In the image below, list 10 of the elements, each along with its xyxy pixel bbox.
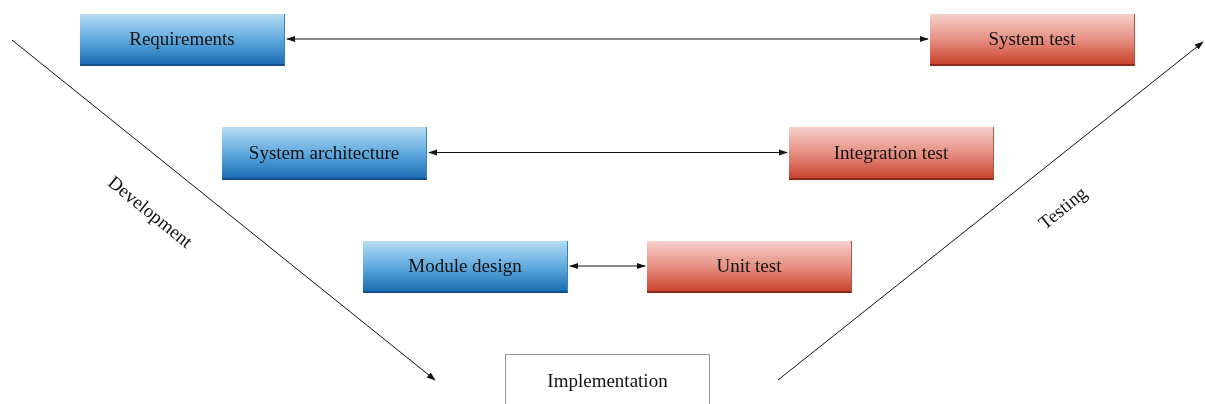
process-box: Requirements [80,14,285,66]
process-box: Module design [363,241,568,293]
process-box: Unit test [647,241,852,293]
double-arrow [569,262,646,270]
process-box: Integration test [789,127,994,180]
process-box: System architecture [222,127,427,180]
process-box: Implementation [505,354,710,404]
process-box: System test [930,14,1135,66]
double-arrow [286,35,929,43]
double-arrow [428,149,788,156]
